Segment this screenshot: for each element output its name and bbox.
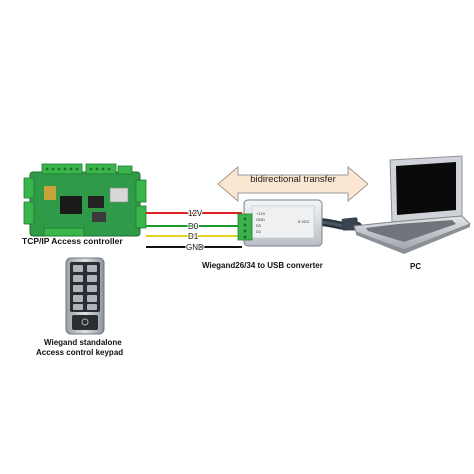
converter-voltage-label: 5 VDC — [298, 219, 310, 224]
controller-left-terminals — [23, 177, 35, 225]
laptop-screen — [396, 162, 456, 215]
wire-bundle: 12V D0 D1 GND — [146, 208, 242, 253]
wire-12v-label: 12V — [188, 209, 203, 218]
controller-top-terminals — [41, 163, 133, 175]
controller-label: TCP/IP Access controller — [22, 236, 123, 246]
wire-gnd-label: GND — [186, 243, 204, 252]
converter-terminal-d1: D1 — [256, 229, 262, 234]
keypad-rfid-area — [72, 315, 98, 330]
wire-d1-label: D1 — [188, 232, 199, 241]
keypad-label-line1: Wiegand standalone — [44, 338, 122, 347]
bidirectional-arrow — [217, 165, 369, 203]
pc-label: PC — [410, 262, 422, 271]
usb-cable — [314, 217, 362, 231]
wiegand-usb-converter: +12V GND D0 D1 5 VDC — [237, 199, 323, 247]
keypad-buttons — [73, 265, 97, 310]
transfer-label: bidirectional transfer — [250, 174, 336, 185]
converter-terminal-d0: D0 — [256, 223, 262, 228]
wire-d0-label: D0 — [188, 222, 199, 231]
converter-label: Wiegand26/34 to USB converter — [202, 261, 323, 270]
laptop-pc — [353, 155, 471, 254]
converter-terminal-12v: +12V — [256, 211, 266, 216]
converter-terminal-block — [237, 213, 253, 241]
keypad-label-line2: Access control keypad — [36, 348, 124, 357]
laptop-keyboard — [366, 220, 456, 242]
wiegand-keypad — [65, 257, 105, 335]
controller-right-terminals — [135, 179, 147, 229]
rfid-icon — [81, 318, 89, 326]
controller-chips — [44, 186, 129, 222]
converter-terminal-gnd: GND — [256, 217, 265, 222]
access-controller-board — [23, 163, 147, 237]
